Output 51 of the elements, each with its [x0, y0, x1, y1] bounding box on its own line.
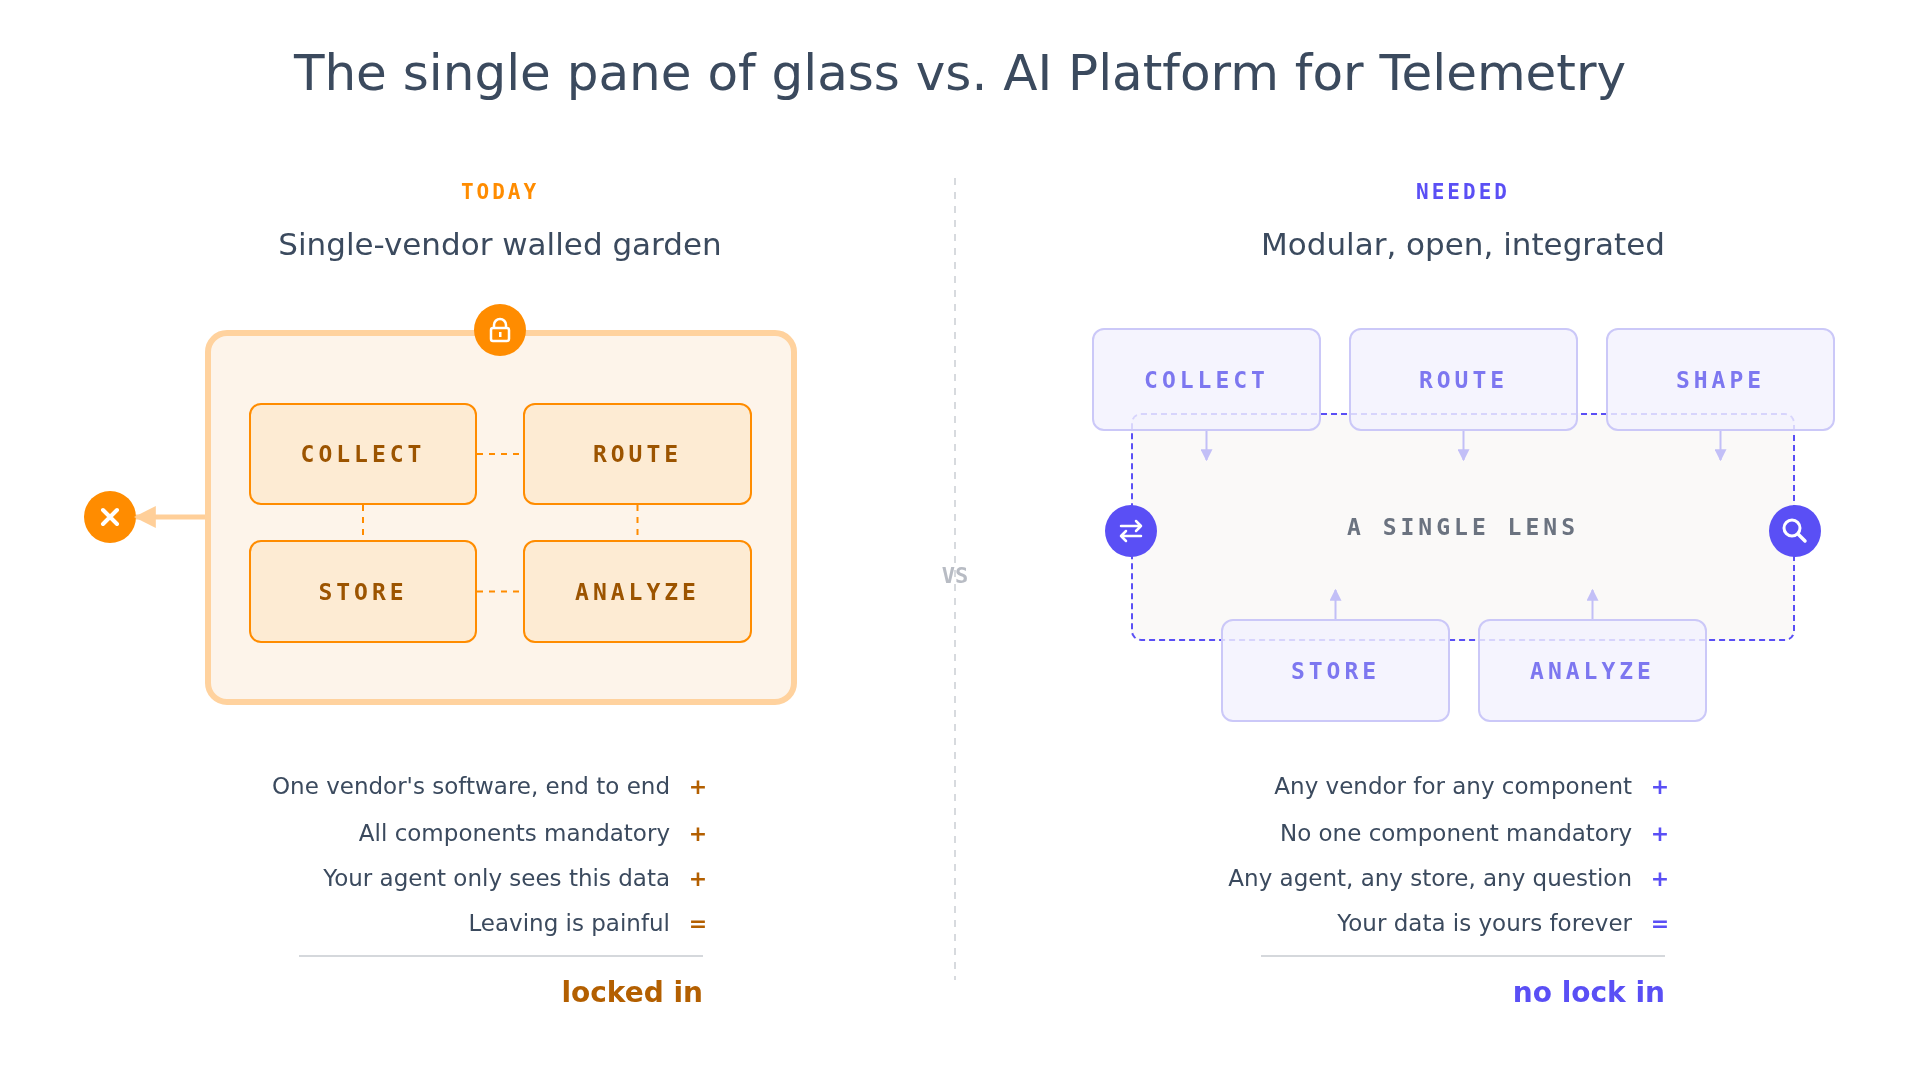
section-label: TODAY [460, 180, 540, 204]
list-item: No one component mandatory [1279, 820, 1632, 846]
arrow [1329, 588, 1342, 620]
list-item: Any agent, any store, any question [1228, 865, 1632, 891]
component-box [1606, 328, 1835, 431]
arrow [1714, 430, 1727, 462]
component-box [249, 540, 477, 643]
component-box [1349, 328, 1578, 431]
arrow [1457, 430, 1470, 462]
operator-sign: = [1650, 910, 1670, 936]
operator-sign: + [688, 820, 708, 846]
component-box [523, 403, 752, 505]
box-label: ANALYZE [1530, 657, 1655, 684]
operator-sign: + [1650, 865, 1670, 891]
title: The single pane of glass vs. AI Platform for Telemetry [293, 44, 1627, 102]
section-label: NEEDED [1416, 180, 1510, 204]
subtitle: Modular, open, integrated [1261, 226, 1665, 262]
component-box [523, 540, 752, 643]
box-label: SHAPE [1675, 366, 1766, 393]
result-label: locked in [561, 975, 703, 1009]
operator-sign: + [688, 865, 708, 891]
operator-sign: + [688, 773, 708, 799]
arrow [1586, 588, 1599, 620]
component-box [1221, 619, 1450, 722]
list-item: One vendor's software, end to end [272, 773, 670, 799]
garden-box [205, 330, 797, 705]
operator-sign: = [688, 910, 708, 936]
area-label: A SINGLE LENS [1347, 514, 1579, 540]
box-label: STORE [318, 578, 408, 605]
operator-sign: + [1650, 820, 1670, 846]
list-item: Any vendor for any component [1274, 773, 1632, 799]
cross-circle-icon [84, 491, 136, 543]
result-label: no lock in [1512, 975, 1665, 1009]
list-item: Your agent only sees this data [323, 865, 670, 891]
box-label: ROUTE [1418, 366, 1509, 393]
arrow [133, 506, 205, 528]
component-box [249, 403, 477, 505]
subtitle: Single-vendor walled garden [278, 226, 722, 262]
box-label: COLLECT [300, 441, 426, 467]
operator-sign: + [1650, 773, 1670, 799]
list-item: Leaving is painful [468, 910, 670, 936]
vs-label: VS [941, 562, 969, 588]
component-box [1092, 328, 1321, 431]
list-item: Your data is yours forever [1337, 910, 1632, 936]
box-label: STORE [1290, 657, 1381, 684]
box-label: ROUTE [592, 441, 683, 467]
box-label: ANALYZE [575, 578, 700, 605]
arrow [1200, 430, 1213, 462]
component-box [1478, 619, 1707, 722]
box-label: COLLECT [1144, 366, 1269, 393]
list-item: All components mandatory [358, 820, 670, 846]
